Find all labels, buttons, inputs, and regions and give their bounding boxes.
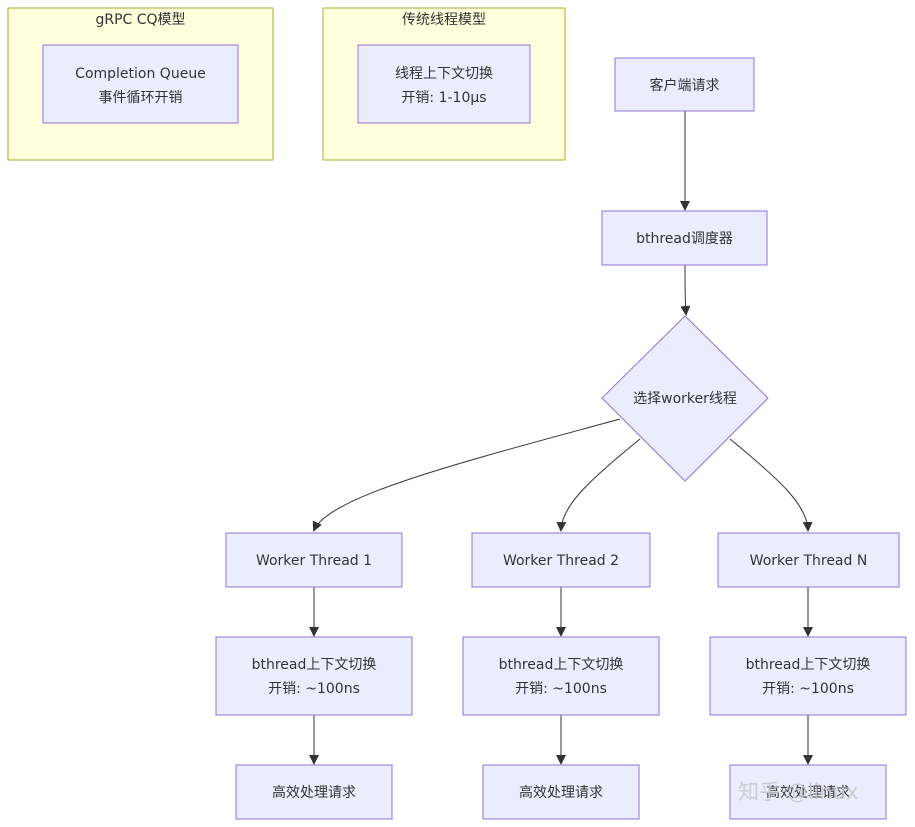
node-handle-request-n[interactable]: 高效处理请求 — [729, 764, 887, 820]
ctx-label-line2: 开销: 1-10μs — [401, 90, 486, 106]
node-handle-request-2[interactable]: 高效处理请求 — [482, 764, 640, 820]
node-select-worker-decision[interactable]: 选择worker线程 — [601, 315, 769, 482]
handle1-label: 高效处理请求 — [272, 784, 356, 801]
client-label: 客户端请求 — [650, 77, 720, 94]
edges — [309, 111, 813, 765]
node-bthread-switch-n[interactable]: bthread上下文切换 开销: ~100ns — [709, 636, 907, 716]
workerN-label: Worker Thread N — [750, 553, 868, 569]
edge-select-to-worker1 — [312, 418, 621, 532]
handle2-label: 高效处理请求 — [519, 784, 603, 801]
switchN-label-line2: 开销: ~100ns — [762, 681, 854, 697]
node-worker-thread-n[interactable]: Worker Thread N — [717, 532, 900, 588]
node-worker-thread-1[interactable]: Worker Thread 1 — [225, 532, 403, 588]
node-bthread-scheduler[interactable]: bthread调度器 — [601, 210, 768, 266]
switch2-label-line1: bthread上下文切换 — [499, 656, 624, 673]
node-handle-request-1[interactable]: 高效处理请求 — [235, 764, 393, 820]
ctx-label-line1: 线程上下文切换 — [395, 65, 493, 82]
edge-select-to-worker2 — [556, 438, 641, 532]
node-worker-thread-2[interactable]: Worker Thread 2 — [471, 532, 651, 588]
node-bthread-switch-1[interactable]: bthread上下文切换 开销: ~100ns — [215, 636, 413, 716]
switch2-label-line2: 开销: ~100ns — [515, 681, 607, 697]
cq-label-line1: Completion Queue — [75, 66, 206, 82]
node-client-request[interactable]: 客户端请求 — [614, 57, 755, 112]
scheduler-label: bthread调度器 — [636, 231, 733, 247]
worker1-label: Worker Thread 1 — [256, 553, 372, 569]
handleN-label: 高效处理请求 — [766, 784, 850, 801]
cq-label-line2: 事件循环开销 — [99, 90, 183, 106]
switch1-label-line2: 开销: ~100ns — [268, 681, 360, 697]
edge-scheduler-to-select — [680, 264, 691, 316]
edge-select-to-workerN — [729, 438, 813, 532]
cluster-grpc-title: gRPC CQ模型 — [95, 12, 185, 28]
switchN-label-line1: bthread上下文切换 — [746, 656, 871, 673]
node-bthread-switch-2[interactable]: bthread上下文切换 开销: ~100ns — [462, 636, 660, 716]
switch1-label-line1: bthread上下文切换 — [252, 656, 377, 673]
worker2-label: Worker Thread 2 — [503, 553, 619, 569]
node-completion-queue[interactable]: Completion Queue 事件循环开销 — [42, 44, 239, 124]
watermark: 知乎 @linux — [738, 780, 858, 804]
node-thread-context-switch[interactable]: 线程上下文切换 开销: 1-10μs — [357, 44, 531, 124]
cluster-traditional-title: 传统线程模型 — [402, 12, 486, 28]
select-label: 选择worker线程 — [633, 391, 737, 407]
